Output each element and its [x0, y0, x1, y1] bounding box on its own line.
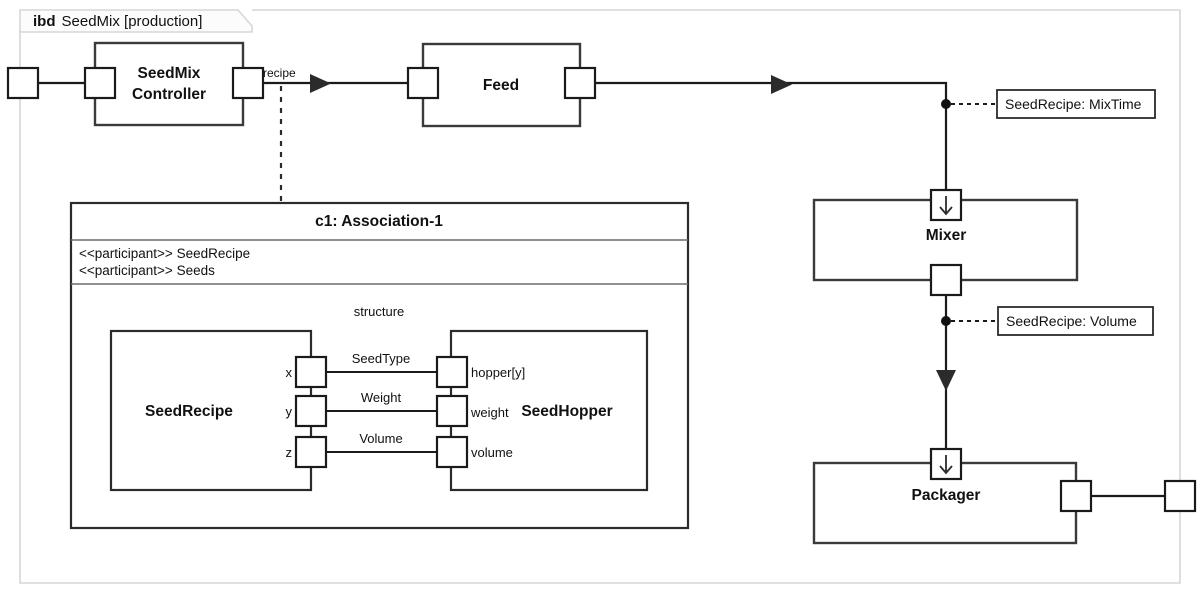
connector-seedtype-label: SeedType — [352, 351, 411, 366]
mixer-port-in-down-arrow-icon — [939, 196, 953, 216]
packager-output-group[interactable] — [1091, 479, 1197, 513]
association-block-c1[interactable]: c1: Association-1 <<participant>> SeedRe… — [69, 201, 690, 530]
association-participant-1: <<participant>> Seeds — [79, 263, 215, 278]
seedhopper-port-weight[interactable] — [435, 394, 469, 428]
frame-border — [19, 9, 1181, 584]
flow-feed-to-mixer[interactable] — [595, 75, 948, 200]
controller-port-left[interactable] — [83, 66, 117, 100]
seedmix-controller-body[interactable] — [93, 41, 245, 127]
value-property-volume-box[interactable] — [997, 306, 1154, 336]
block-seedmix-controller[interactable]: SeedMix Controller — [83, 41, 265, 127]
flow-arrow-recipe-icon — [310, 74, 331, 93]
seedrecipe-label: SeedRecipe — [145, 403, 233, 420]
flow-arrow-feed-icon — [771, 75, 792, 94]
frame-kind-keyword: ibd — [33, 13, 56, 30]
value-property-mixtime-group[interactable]: SeedRecipe: MixTime — [941, 89, 1156, 119]
packager-port-right[interactable] — [1059, 479, 1093, 513]
seedhopper-port-volume-label: volume — [471, 445, 513, 460]
diagram-frame — [19, 9, 1181, 584]
external-input-port-group[interactable] — [6, 66, 100, 100]
flow-recipe-to-feed[interactable]: recipe — [263, 66, 423, 203]
frame-title-tab — [19, 9, 253, 33]
seedmix-controller-label-line2: Controller — [132, 86, 206, 103]
connector-volume-label: Volume — [359, 431, 402, 446]
value-property-mixtime-label: SeedRecipe: MixTime — [1005, 96, 1142, 112]
feed-port-left[interactable] — [406, 66, 440, 100]
flow-arrow-mixer-down-icon — [936, 370, 956, 391]
part-seedrecipe[interactable]: SeedRecipe x y z — [109, 329, 328, 492]
value-property-volume-group[interactable]: SeedRecipe: Volume — [941, 306, 1154, 336]
seedhopper-body[interactable] — [449, 329, 649, 492]
seedhopper-port-weight-label: weight — [470, 405, 509, 420]
seedhopper-port-hopper-label: hopper[y] — [471, 365, 525, 380]
block-feed[interactable]: Feed — [406, 42, 597, 128]
controller-port-right[interactable] — [231, 66, 265, 100]
seedrecipe-port-x[interactable] — [294, 355, 328, 389]
external-output-port[interactable] — [1163, 479, 1197, 513]
packager-label: Packager — [912, 487, 981, 504]
value-property-volume-label: SeedRecipe: Volume — [1006, 313, 1137, 329]
value-property-mixtime-box[interactable] — [996, 89, 1156, 119]
recipe-flow-label: recipe — [263, 66, 296, 80]
external-input-port[interactable] — [6, 66, 40, 100]
frame-title-text: ibd SeedMix [production] — [33, 13, 202, 30]
inner-connector-seedtype[interactable]: SeedType — [326, 351, 437, 373]
mixer-port-in[interactable] — [929, 188, 963, 222]
mixer-label: Mixer — [926, 227, 967, 244]
mixer-port-out[interactable] — [929, 263, 963, 297]
binding-dot-mixtime-icon — [941, 99, 951, 109]
seedrecipe-port-x-label: x — [286, 365, 293, 380]
packager-port-in[interactable] — [929, 447, 963, 481]
seedrecipe-port-y-label: y — [286, 404, 293, 419]
feed-body[interactable] — [421, 42, 582, 128]
binding-dot-volume-icon — [941, 316, 951, 326]
block-packager[interactable]: Packager — [812, 447, 1093, 545]
connector-weight-label: Weight — [361, 390, 402, 405]
association-participant-0: <<participant>> SeedRecipe — [79, 246, 250, 261]
seedhopper-port-volume[interactable] — [435, 435, 469, 469]
seedrecipe-port-z-label: z — [286, 445, 293, 460]
feed-label: Feed — [483, 77, 519, 94]
connector-feed-to-mixer — [595, 81, 948, 200]
seedrecipe-port-y[interactable] — [294, 394, 328, 428]
inner-connector-volume[interactable]: Volume — [326, 431, 437, 453]
frame-title-name: SeedMix [production] — [62, 13, 203, 30]
seedhopper-port-hopper[interactable] — [435, 355, 469, 389]
block-mixer[interactable]: Mixer — [812, 188, 1079, 297]
seedrecipe-body[interactable] — [109, 329, 313, 492]
inner-connector-weight[interactable]: Weight — [326, 390, 437, 412]
part-seedhopper[interactable]: SeedHopper hopper[y] weight volume — [435, 329, 649, 492]
packager-port-in-down-arrow-icon — [939, 455, 953, 475]
seedmix-controller-label-line1: SeedMix — [138, 65, 201, 82]
association-structure-label: structure — [354, 304, 405, 319]
feed-port-right[interactable] — [563, 66, 597, 100]
seedrecipe-port-z[interactable] — [294, 435, 328, 469]
association-header-label: c1: Association-1 — [315, 213, 443, 230]
seedhopper-label: SeedHopper — [521, 403, 612, 420]
